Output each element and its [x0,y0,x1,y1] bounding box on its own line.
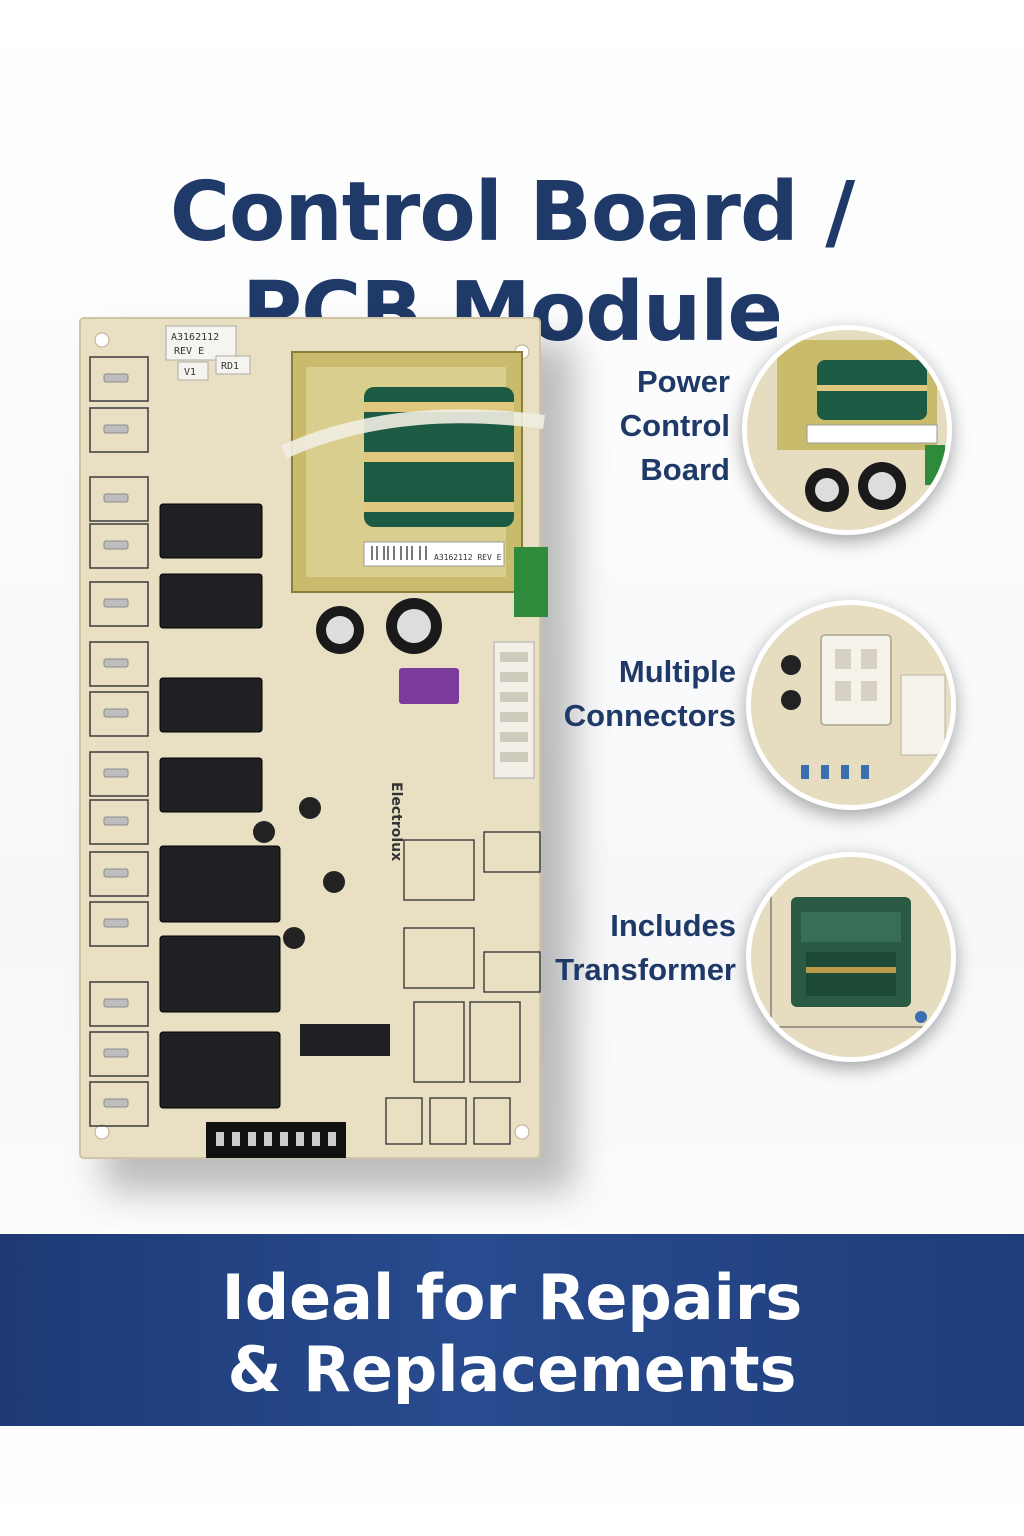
label-part: A3162112 [171,332,219,343]
banner-text: Ideal for Repairs & Replacements [0,1262,1024,1406]
connector-closeup-icon [746,600,956,810]
callout-label-multiple-connectors: Multiple Connectors [563,654,736,733]
banner-line-2: & Replacements [227,1333,797,1406]
title-line-1: Control Board / [169,164,855,260]
bottom-banner [0,1234,1024,1426]
transformer-module-closeup-icon [746,852,956,1062]
transformer-closeup-icon [742,325,952,535]
callout-label-power-control-board: Power Control Board [619,364,730,487]
brand-silkscreen: Electrolux [388,782,404,861]
pcb-board-image: A3162112 REV E V1 RD1 A3162112 REV E [74,312,574,1192]
callout-label-includes-transformer: Includes Transformer [555,908,736,987]
barcode-text: A3162112 REV E [434,553,502,562]
page-title: Control Board / PCB Module [0,163,1024,363]
label-rd: RD1 [221,361,239,372]
banner-line-1: Ideal for Repairs [221,1261,803,1334]
pcb-illustration: A3162112 REV E V1 RD1 A3162112 REV E [79,317,548,1159]
label-rev: REV E [174,346,204,357]
label-v: V1 [184,367,196,378]
